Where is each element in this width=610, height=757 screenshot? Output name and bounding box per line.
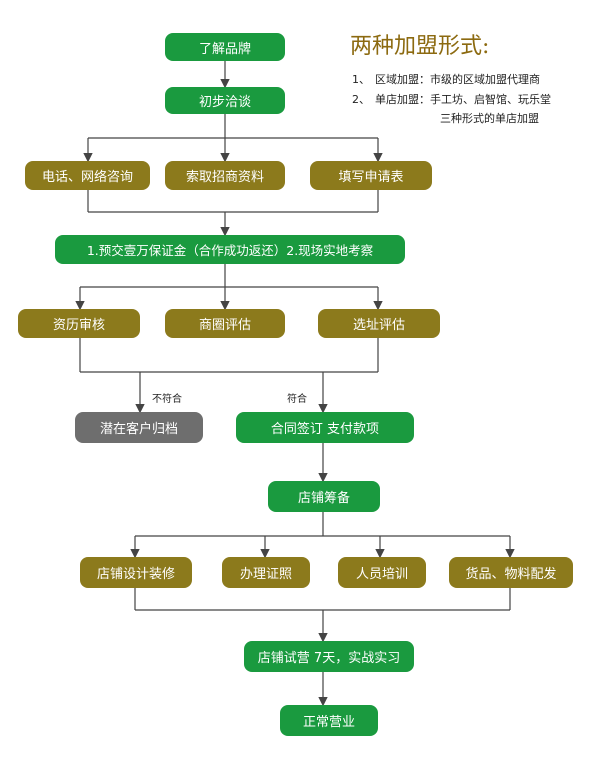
node-understand-brand: 了解品牌 [165, 33, 285, 61]
node-fill-application: 填写申请表 [310, 161, 432, 190]
node-site-eval: 选址评估 [318, 309, 440, 338]
info-item-2-continuation: 三种形式的单店加盟 [440, 112, 539, 125]
node-trial-run: 店铺试营 7天，实战实习 [244, 641, 414, 672]
label-qualified: 符合 [287, 394, 307, 405]
node-normal-operation: 正常营业 [280, 705, 378, 736]
node-request-materials: 索取招商资料 [165, 161, 285, 190]
info-item-2-text: 单店加盟：手工坊、启智馆、玩乐堂 [375, 93, 551, 106]
node-archive: 潜在客户归档 [75, 412, 203, 443]
node-contract: 合同签订 支付款项 [236, 412, 414, 443]
label-not-qualified: 不符合 [152, 394, 182, 405]
node-licenses: 办理证照 [222, 557, 310, 588]
info-item-1-num: 1、 [352, 73, 370, 86]
node-store-prep: 店铺筹备 [268, 481, 380, 512]
node-store-design: 店铺设计装修 [80, 557, 192, 588]
node-initial-talk: 初步洽谈 [165, 87, 285, 114]
info-title: 两种加盟形式: [350, 34, 490, 59]
node-phone-consult: 电话、网络咨询 [25, 161, 150, 190]
info-item-1-text: 区域加盟：市级的区域加盟代理商 [375, 73, 540, 86]
node-trade-area-eval: 商圈评估 [165, 309, 285, 338]
node-staff-training: 人员培训 [338, 557, 426, 588]
info-item-2-num: 2、 [352, 93, 370, 106]
node-qualification-review: 资历审核 [18, 309, 140, 338]
node-deposit-inspection: 1.预交壹万保证金（合作成功返还）2.现场实地考察 [55, 235, 405, 264]
node-goods-supply: 货品、物料配发 [449, 557, 573, 588]
